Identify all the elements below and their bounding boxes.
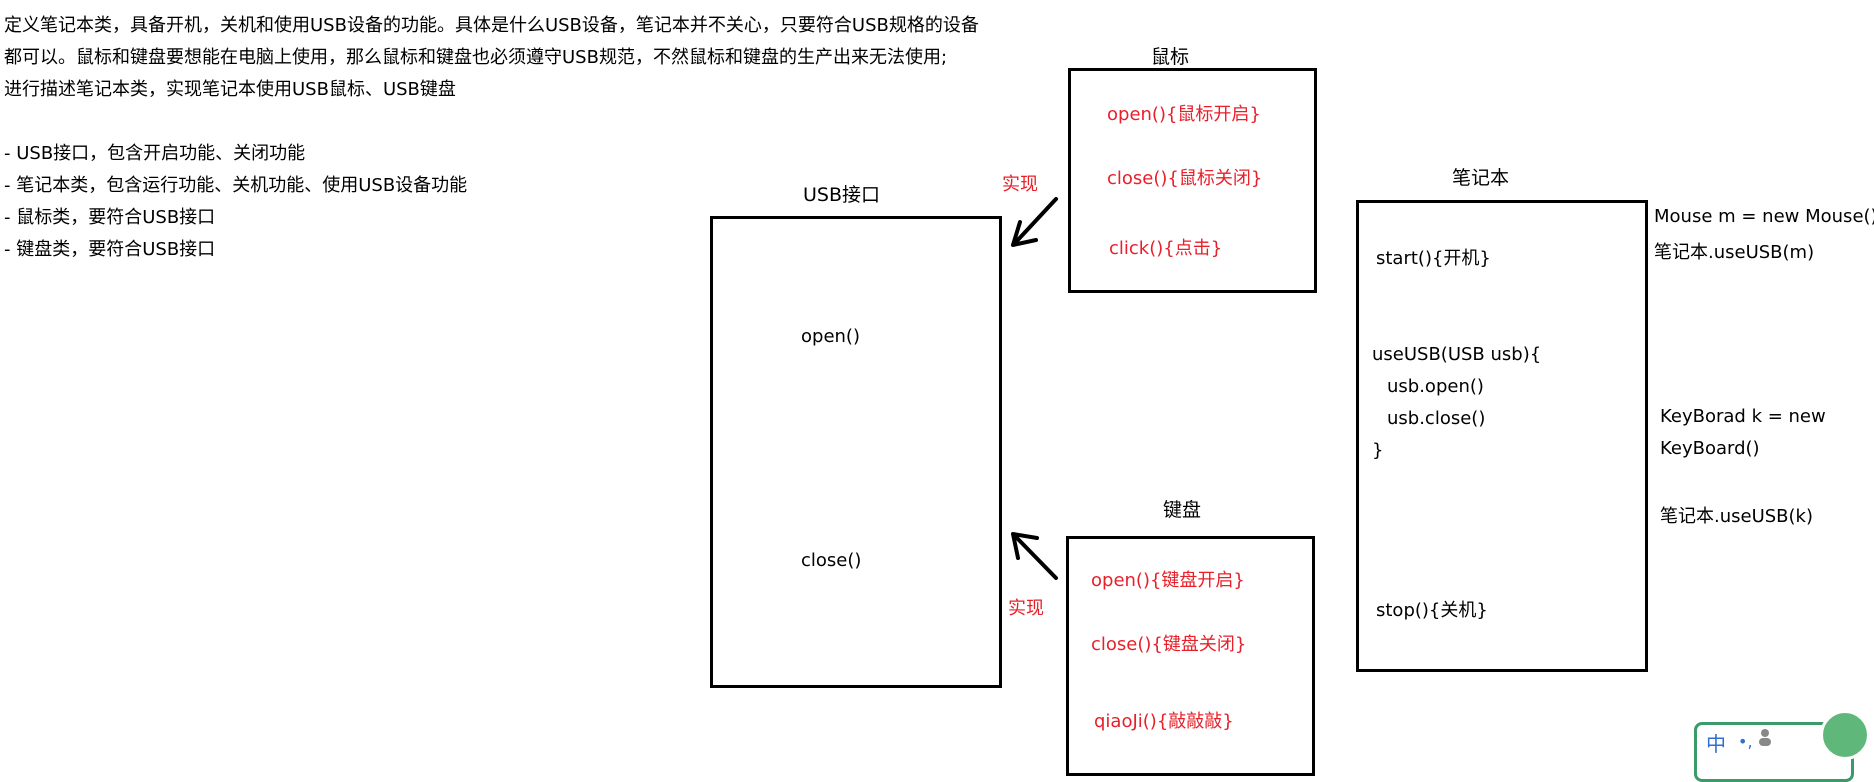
app-logo-icon xyxy=(1820,710,1870,760)
intro-line-1: 定义笔记本类，具备开机，关机和使用USB设备的功能。具体是什么USB设备，笔记本… xyxy=(4,15,979,36)
mouse-title: 鼠标 xyxy=(1151,46,1190,68)
usb-method-close: close() xyxy=(801,550,862,571)
mouse-method-close: close(){鼠标关闭} xyxy=(1107,168,1263,189)
user-icon xyxy=(1758,728,1772,746)
bullet-keyboard: - 键盘类，要符合USB接口 xyxy=(4,239,216,260)
arrow-mouse-head xyxy=(1011,220,1038,247)
notebook-useusb: useUSB(USB usb){ xyxy=(1372,344,1542,365)
notebook-stop: stop(){关机} xyxy=(1376,600,1488,621)
ime-dots-icon: •, xyxy=(1738,732,1753,751)
keyboard-title: 键盘 xyxy=(1163,499,1202,521)
arrow-mouse-to-usb xyxy=(1013,197,1058,245)
keyboard-method-qiaoji: qiaoJi(){敲敲敲} xyxy=(1094,711,1234,732)
note-keyboard-new-2: KeyBoard() xyxy=(1660,438,1760,459)
intro-line-3: 进行描述笔记本类，实现笔记本使用USB鼠标、USB键盘 xyxy=(4,79,456,100)
keyboard-method-open: open(){键盘开启} xyxy=(1091,570,1245,591)
mouse-box xyxy=(1068,68,1317,293)
intro-line-2: 都可以。鼠标和键盘要想能在电脑上使用，那么鼠标和键盘也必须遵守USB规范，不然鼠… xyxy=(4,47,948,68)
notebook-brace: } xyxy=(1372,440,1384,461)
note-keyboard-use: 笔记本.useUSB(k) xyxy=(1660,506,1813,527)
notebook-box xyxy=(1356,200,1648,672)
mouse-method-open: open(){鼠标开启} xyxy=(1107,104,1261,125)
notebook-title: 笔记本 xyxy=(1452,167,1510,189)
arrow-keyboard-to-usb xyxy=(1013,534,1058,580)
keyboard-method-close: close(){键盘关闭} xyxy=(1091,634,1247,655)
bullet-mouse: - 鼠标类，要符合USB接口 xyxy=(4,207,216,228)
implements-label-top: 实现 xyxy=(1002,174,1038,195)
bullet-usb: - USB接口，包含开启功能、关闭功能 xyxy=(4,143,306,164)
ime-badge-text: 中 xyxy=(1706,732,1726,756)
notebook-start: start(){开机} xyxy=(1376,248,1491,269)
usb-method-open: open() xyxy=(801,326,860,347)
implements-arrows xyxy=(1011,197,1058,580)
note-mouse-new: Mouse m = new Mouse() xyxy=(1654,206,1874,227)
note-mouse-use: 笔记本.useUSB(m) xyxy=(1654,242,1815,263)
bullet-notebook: - 笔记本类，包含运行功能、关机功能、使用USB设备功能 xyxy=(4,175,468,196)
note-keyboard-new-1: KeyBorad k = new xyxy=(1660,406,1826,427)
implements-label-bottom: 实现 xyxy=(1008,598,1044,619)
arrow-keyboard-head xyxy=(1011,532,1039,560)
usb-box xyxy=(710,216,1002,688)
notebook-usb-close: usb.close() xyxy=(1387,408,1486,429)
notebook-usb-open: usb.open() xyxy=(1387,376,1484,397)
mouse-method-click: click(){点击} xyxy=(1109,238,1223,259)
usb-title: USB接口 xyxy=(803,184,881,206)
